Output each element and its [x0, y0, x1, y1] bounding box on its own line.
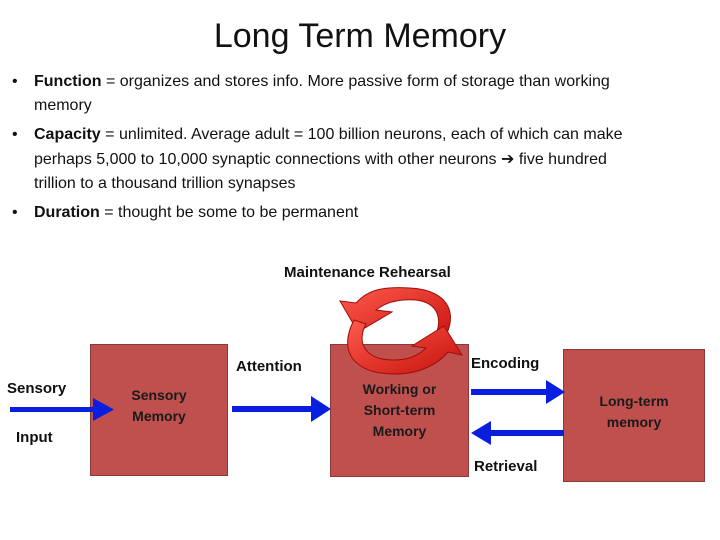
- bullet-dot: •: [12, 73, 18, 90]
- right-arrow-icon: ➔: [500, 149, 515, 168]
- bullet-dot: •: [12, 126, 18, 143]
- bullet-duration: • Duration = thought be some to be perma…: [10, 201, 650, 225]
- bullet-list: • Function = organizes and stores info. …: [10, 70, 650, 230]
- maintenance-loop-icon: [339, 287, 464, 375]
- attention-arrow: [232, 396, 331, 422]
- long-term-memory-box: Long-term memory: [563, 349, 705, 482]
- function-term: Function: [34, 73, 102, 90]
- bullet-dot: •: [12, 204, 18, 221]
- sensory-memory-label: Sensory Memory: [131, 387, 187, 424]
- long-term-memory-label: Long-term memory: [599, 392, 669, 430]
- encoding-arrow: [471, 380, 565, 404]
- sensory-label: Sensory: [7, 380, 67, 397]
- duration-text: = thought be some to be permanent: [99, 204, 359, 221]
- function-text: = organizes and stores info. More passiv…: [34, 73, 610, 114]
- sensory-input-arrow: [10, 398, 114, 421]
- capacity-text: = unlimited. Average adult = 100 billion…: [34, 126, 623, 168]
- capacity-term: Capacity: [34, 126, 101, 143]
- attention-label: Attention: [236, 358, 302, 375]
- bullet-capacity: • Capacity = unlimited. Average adult = …: [10, 123, 650, 196]
- retrieval-label: Retrieval: [474, 458, 538, 475]
- duration-term: Duration: [34, 204, 100, 221]
- input-label: Input: [16, 429, 53, 446]
- capacity-text-after: five hundred trillion to a thousand tril…: [34, 151, 607, 192]
- working-memory-label: Working or Short-term Memory: [362, 381, 437, 439]
- maintenance-rehearsal-label: Maintenance Rehearsal: [284, 264, 451, 281]
- encoding-label: Encoding: [471, 355, 540, 372]
- bullet-function: • Function = organizes and stores info. …: [10, 70, 650, 118]
- retrieval-arrow: [471, 421, 564, 445]
- slide-title: Long Term Memory: [213, 17, 507, 55]
